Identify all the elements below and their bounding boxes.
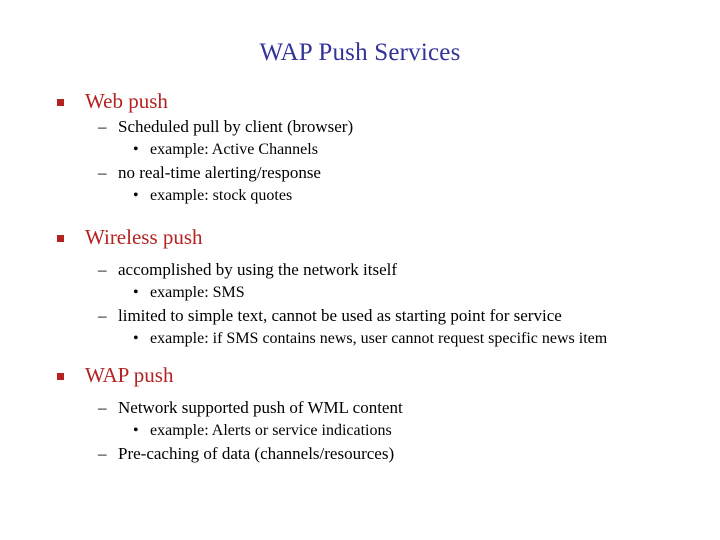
- sub-list-item-label: example: SMS: [150, 284, 245, 301]
- en-dash-bullet-icon: –: [98, 260, 107, 279]
- en-dash-bullet-icon: –: [98, 306, 107, 325]
- list-item: – Pre-caching of data (channels/resource…: [0, 443, 720, 465]
- square-bullet-icon: [57, 99, 64, 106]
- list-item: – Scheduled pull by client (browser): [0, 116, 720, 138]
- list-item-label: no real-time alerting/response: [118, 163, 321, 182]
- sub-list-item-label: example: stock quotes: [150, 187, 293, 204]
- section-heading: WAP push: [0, 362, 720, 388]
- round-bullet-icon: •: [133, 330, 139, 347]
- list-item-label: Scheduled pull by client (browser): [118, 117, 354, 136]
- section-heading: Web push: [0, 88, 720, 114]
- en-dash-bullet-icon: –: [98, 117, 107, 136]
- sub-list-item-label: example: Alerts or service indications: [150, 422, 392, 439]
- square-bullet-icon: [57, 235, 64, 242]
- page-title: WAP Push Services: [259, 39, 461, 66]
- section-spacer: [0, 349, 720, 358]
- section-heading-label: Wireless push: [85, 225, 203, 249]
- section-wap-push: WAP push – Network supported push of WML…: [0, 362, 720, 465]
- round-bullet-icon: •: [133, 284, 139, 301]
- heading-spacer: [0, 390, 720, 395]
- sub-list-item: • example: stock quotes: [0, 185, 720, 206]
- sub-list-item: • example: Alerts or service indications: [0, 420, 720, 441]
- list-item: – no real-time alerting/response: [0, 162, 720, 184]
- square-bullet-icon: [57, 373, 64, 380]
- sub-list-item: • example: if SMS contains news, user ca…: [0, 328, 720, 349]
- sub-list-item: • example: Active Channels: [0, 139, 720, 160]
- list-item-label: Network supported push of WML content: [118, 398, 403, 417]
- en-dash-bullet-icon: –: [98, 444, 107, 463]
- section-heading: Wireless push: [0, 224, 720, 250]
- round-bullet-icon: •: [133, 187, 139, 204]
- list-item: – limited to simple text, cannot be used…: [0, 305, 720, 327]
- list-item-label: limited to simple text, cannot be used a…: [118, 306, 562, 325]
- sub-list-item-label: example: if SMS contains news, user cann…: [150, 330, 608, 347]
- section-heading-label: WAP push: [85, 363, 174, 387]
- heading-spacer: [0, 252, 720, 257]
- list-item: – accomplished by using the network itse…: [0, 259, 720, 281]
- section-wireless-push: Wireless push – accomplished by using th…: [0, 224, 720, 349]
- list-item-label: accomplished by using the network itself: [118, 260, 398, 279]
- list-item: – Network supported push of WML content: [0, 397, 720, 419]
- section-web-push: Web push – Scheduled pull by client (bro…: [0, 88, 720, 206]
- sub-list-item-label: example: Active Channels: [150, 141, 318, 158]
- round-bullet-icon: •: [133, 141, 139, 158]
- en-dash-bullet-icon: –: [98, 398, 107, 417]
- list-item-label: Pre-caching of data (channels/resources): [118, 444, 395, 463]
- round-bullet-icon: •: [133, 422, 139, 439]
- en-dash-bullet-icon: –: [98, 163, 107, 182]
- sub-list-item: • example: SMS: [0, 282, 720, 303]
- section-heading-label: Web push: [85, 89, 168, 113]
- slide-body: Web push – Scheduled pull by client (bro…: [0, 84, 720, 465]
- section-spacer: [0, 206, 720, 220]
